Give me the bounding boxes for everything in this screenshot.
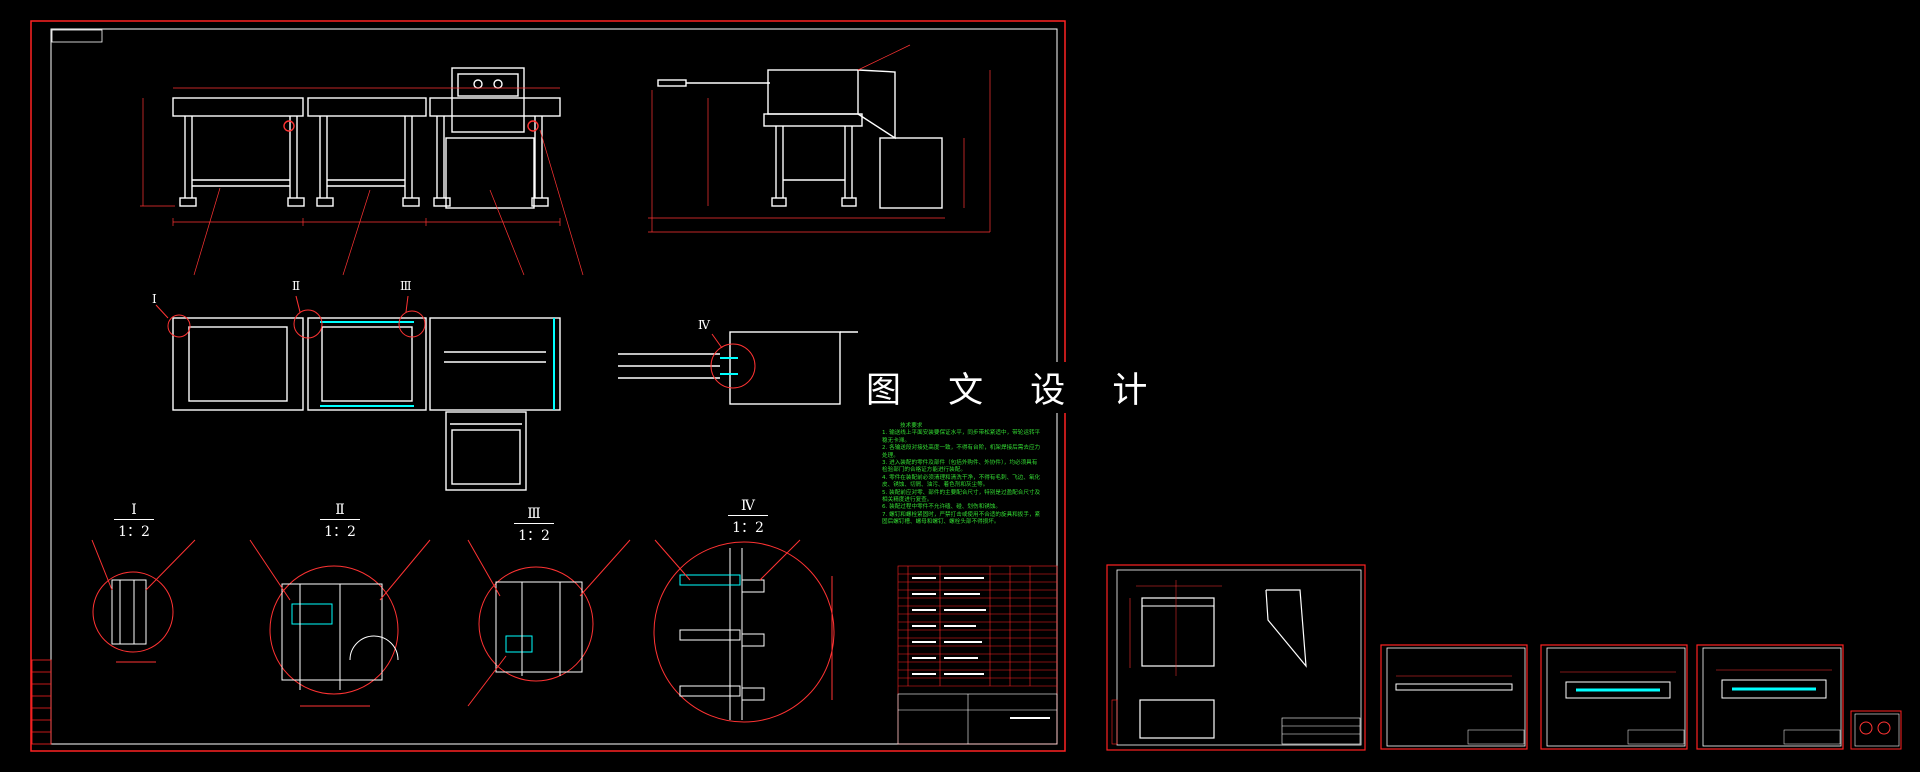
detail-view-1-label: Ⅰ 1：2 bbox=[114, 502, 154, 541]
callout-label-1: Ⅰ bbox=[152, 292, 157, 306]
detail-view-2-label: Ⅱ 1：2 bbox=[320, 502, 360, 541]
detail-view-2 bbox=[249, 539, 431, 707]
callout-label-2: Ⅱ bbox=[292, 279, 301, 293]
technical-note-item: 2. 各输送段对接处高度一致，不得有台阶，机架焊接后需去应力处理。 bbox=[882, 445, 1041, 459]
bom-text-marks bbox=[912, 577, 1050, 719]
plan-view bbox=[172, 317, 561, 491]
technical-note-item: 4. 零件在装配前必须清理和清洗干净，不得有毛刺、飞边、氧化皮、锈蚀、切屑、油污… bbox=[882, 474, 1041, 489]
detail-view-2-scale: 1：2 bbox=[324, 524, 356, 540]
technical-note-item: 6. 装配过程中零件不允许磕、碰、划伤和锈蚀。 bbox=[882, 504, 1001, 511]
technical-notes-title: 技术要求 bbox=[900, 423, 923, 429]
thumbnail-sheet-3 bbox=[1540, 644, 1688, 750]
tilted-panel-detail-circle bbox=[710, 333, 756, 389]
callout-label-4: Ⅳ bbox=[698, 318, 710, 332]
detail-view-4-label: Ⅳ 1：2 bbox=[728, 498, 768, 537]
detail-view-1-roman: Ⅰ bbox=[114, 502, 154, 520]
detail-view-4 bbox=[653, 539, 835, 723]
technical-notes: 技术要求 1. 输送线上平面安装要保证水平，同步带松紧适中，带轮运转平稳无卡滞。… bbox=[882, 423, 1042, 527]
thumbnail-sheet-2 bbox=[1380, 644, 1528, 750]
plan-view-belts bbox=[320, 318, 555, 410]
detail-view-1 bbox=[91, 539, 196, 663]
technical-note-item: 1. 输送线上平面安装要保证水平，同步带松紧适中，带轮运转平稳无卡滞。 bbox=[882, 430, 1041, 444]
detail-view-4-scale: 1：2 bbox=[732, 520, 764, 536]
main-assembly-sheet bbox=[30, 20, 1066, 752]
technical-note-item: 7. 螺钉和螺栓紧固时，严禁打击或使用不合适的旋具和扳手，紧固后螺钉槽、螺母和螺… bbox=[882, 511, 1041, 526]
tilted-panel-accent bbox=[720, 357, 738, 375]
front-view-dimensions bbox=[140, 87, 584, 276]
bom-table bbox=[897, 565, 1058, 745]
side-view-dimensions bbox=[648, 44, 991, 233]
detail-view-2-roman: Ⅱ bbox=[320, 502, 360, 520]
revision-strip bbox=[31, 659, 52, 745]
tilted-panel-view bbox=[618, 331, 858, 405]
plan-view-detail-circles bbox=[155, 295, 426, 339]
watermark-text: 图 文 设 计 bbox=[862, 362, 1170, 413]
detail-view-3 bbox=[467, 539, 631, 707]
callout-label-3: Ⅲ bbox=[400, 279, 412, 293]
detail-view-4-roman: Ⅳ bbox=[728, 498, 768, 516]
thumbnail-sheet-4 bbox=[1696, 644, 1844, 750]
thumbnail-sheet-5 bbox=[1850, 710, 1902, 750]
technical-note-item: 5. 装配前应对零、部件的主要配合尺寸，特别是过盈配合尺寸及相关精度进行复查。 bbox=[882, 489, 1041, 504]
thumbnail-sheet-1 bbox=[1106, 564, 1366, 751]
side-elevation-view bbox=[657, 69, 943, 209]
detail-view-3-scale: 1：2 bbox=[518, 528, 550, 544]
detail-view-3-label: Ⅲ 1：2 bbox=[514, 506, 554, 545]
front-elevation-view bbox=[172, 67, 561, 209]
sheet-corner-tag bbox=[51, 29, 103, 43]
detail-view-1-scale: 1：2 bbox=[118, 524, 150, 540]
technical-note-item: 3. 进入装配的零件及部件（包括外购件、外协件），均必须具有检验部门的合格证方能… bbox=[882, 460, 1038, 474]
detail-view-3-roman: Ⅲ bbox=[514, 506, 554, 524]
